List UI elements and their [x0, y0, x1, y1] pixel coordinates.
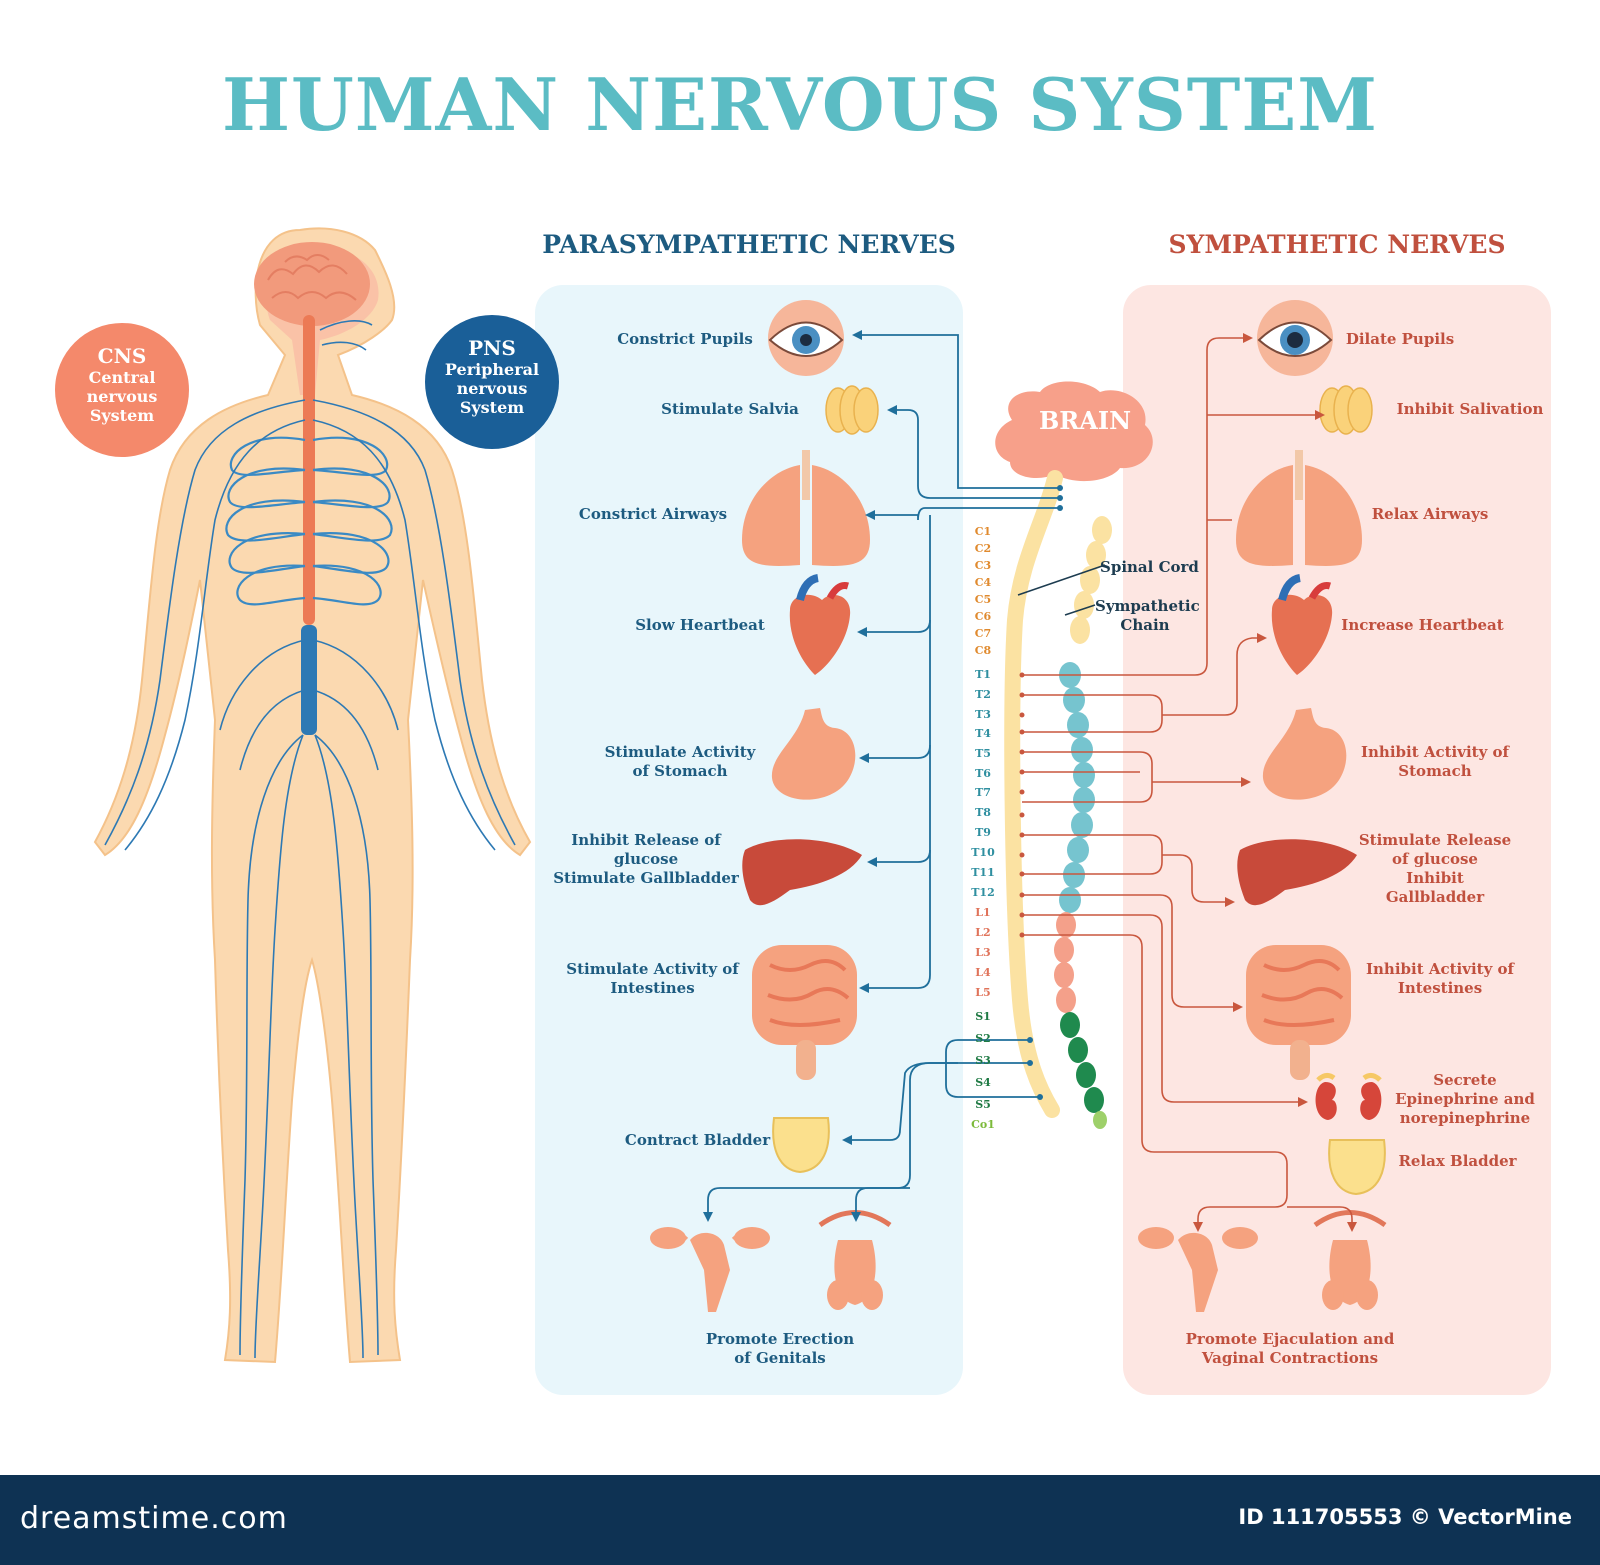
para-label-slow-heartbeat: Slow Heartbeat: [635, 616, 765, 634]
pns-badge: [425, 315, 559, 449]
para-label-stimulate-salvia: Stimulate Salvia: [661, 400, 799, 418]
adrenal-kidneys-icon: [1315, 1072, 1382, 1120]
salivary-gland-icon-right: [1319, 385, 1373, 435]
segment-c4: C4: [974, 576, 992, 589]
symp-label-relax-bladder: Relax Bladder: [1398, 1152, 1517, 1170]
footer-bar: dreamstime.com ID 111705553 © VectorMine: [0, 1475, 1600, 1565]
pns-line-2: nervous: [456, 379, 528, 398]
segment-l4: L4: [975, 966, 991, 979]
segment-c7: C7: [974, 627, 992, 640]
spinal-cord-label: Spinal Cord: [1100, 558, 1199, 576]
segment-t12: T12: [971, 886, 995, 899]
symp-label-increase-heartbeat: Increase Heartbeat: [1341, 616, 1504, 634]
lungs-icon-left: [742, 450, 870, 566]
segment-t11: T11: [971, 866, 995, 879]
eye-icon-right: [1257, 300, 1333, 376]
brain-icon: [995, 381, 1153, 482]
footer-brand[interactable]: dreamstime.com: [20, 1501, 288, 1536]
segment-t1: T1: [975, 668, 991, 681]
stomach-icon-left: [771, 708, 856, 800]
brain-label: BRAIN: [1038, 406, 1131, 435]
cns-line-3: System: [89, 406, 155, 425]
para-label-genitals: Promote Erection of Genitals: [705, 1330, 855, 1367]
sympathetic-heading: SYMPATHETIC NERVES: [1168, 230, 1506, 259]
symp-label-relax-airways: Relax Airways: [1371, 505, 1489, 523]
para-label-glucose: Inhibit Release of glucose Stimulate Gal…: [553, 831, 739, 887]
symp-label-intestines: Inhibit Activity of Intestines: [1365, 960, 1514, 997]
heart-icon-right: [1271, 574, 1333, 675]
eye-icon-left: [768, 300, 844, 376]
symp-label-inhibit-salivation: Inhibit Salivation: [1396, 400, 1544, 418]
liver-icon-right: [1237, 839, 1357, 906]
cns-line-2: nervous: [86, 387, 158, 406]
parasympathetic-heading: PARASYMPATHETIC NERVES: [542, 230, 956, 259]
female-genitals-icon-left: [650, 1227, 770, 1312]
cns-line-1: Central: [88, 368, 156, 387]
segment-c3: C3: [974, 559, 992, 572]
parasympathetic-pathways: [707, 334, 1060, 1215]
pns-line-1: Peripheral: [444, 360, 540, 379]
cns-badge: [55, 323, 189, 457]
segment-c1: C1: [974, 525, 992, 538]
pns-badge-text: PNS Peripheral nervous System: [428, 336, 556, 417]
page-title: HUMAN NERVOUS SYSTEM: [222, 62, 1378, 147]
segment-l5: L5: [975, 986, 991, 999]
heart-icon-left: [789, 574, 851, 675]
segment-t5: T5: [975, 747, 991, 760]
segment-s3: S3: [975, 1054, 991, 1067]
segment-s5: S5: [975, 1098, 991, 1111]
salivary-gland-icon-left: [825, 385, 879, 435]
segment-t8: T8: [975, 806, 991, 819]
symp-label-glucose: Stimulate Release of glucose Inhibit Gal…: [1358, 831, 1512, 906]
para-label-stomach: Stimulate Activity of Stomach: [604, 743, 756, 780]
segment-t10: T10: [971, 846, 995, 859]
segment-s2: S2: [975, 1032, 991, 1045]
parasympathetic-panel: [535, 285, 963, 1395]
segment-c2: C2: [974, 542, 992, 555]
segment-c6: C6: [974, 610, 992, 623]
spinal-cord: [1004, 470, 1063, 1118]
stomach-icon-right: [1262, 708, 1347, 800]
footer-image-id: ID 111705553 © VectorMine: [1238, 1505, 1572, 1529]
symp-label-epinephrine: Secrete Epinephrine and norepinephrine: [1395, 1071, 1535, 1127]
female-genitals-icon-right: [1138, 1227, 1258, 1312]
bladder-icon-right: [1328, 1139, 1386, 1196]
sympathetic-panel: [1123, 285, 1551, 1395]
para-label-intestines: Stimulate Activity of Intestines: [566, 960, 739, 997]
segment-t9: T9: [975, 826, 991, 839]
sympathetic-chain-label: Sympathetic Chain: [1095, 597, 1200, 634]
liver-icon-left: [742, 839, 862, 906]
segment-s1: S1: [975, 1010, 991, 1023]
symp-label-genitals: Promote Ejaculation and Vaginal Contract…: [1185, 1330, 1395, 1367]
segment-t6: T6: [975, 767, 991, 780]
male-genitals-icon-left: [818, 1210, 892, 1310]
segment-l3: L3: [975, 946, 991, 959]
bladder-icon-left: [772, 1117, 830, 1174]
sympathetic-pathways: [1022, 337, 1353, 1225]
pns-line-3: System: [459, 398, 525, 417]
para-label-constrict-pupils: Constrict Pupils: [617, 330, 753, 348]
segment-t3: T3: [975, 708, 991, 721]
segment-t2: T2: [975, 688, 991, 701]
segment-c8: C8: [974, 644, 992, 657]
diagram-graphics: [55, 227, 1387, 1364]
lungs-icon-right: [1236, 450, 1362, 566]
segment-c5: C5: [974, 593, 992, 606]
segment-co1: Co1: [971, 1118, 995, 1131]
symp-label-stomach: Inhibit Activity of Stomach: [1360, 743, 1509, 780]
intestines-icon-left: [752, 945, 857, 1080]
cns-title: CNS: [97, 344, 147, 368]
symp-label-dilate-pupils: Dilate Pupils: [1345, 330, 1455, 348]
segment-s4: S4: [975, 1076, 991, 1089]
segment-l2: L2: [975, 926, 991, 939]
segment-l1: L1: [975, 906, 991, 919]
para-label-bladder: Contract Bladder: [624, 1131, 771, 1149]
segment-t4: T4: [975, 727, 991, 740]
pns-title: PNS: [468, 336, 516, 360]
cns-badge-text: CNS Central nervous System: [60, 344, 184, 425]
intestines-icon-right: [1246, 945, 1351, 1080]
para-label-constrict-airways: Constrict Airways: [578, 505, 728, 523]
segment-t7: T7: [975, 786, 991, 799]
human-body-figure: [93, 227, 532, 1364]
